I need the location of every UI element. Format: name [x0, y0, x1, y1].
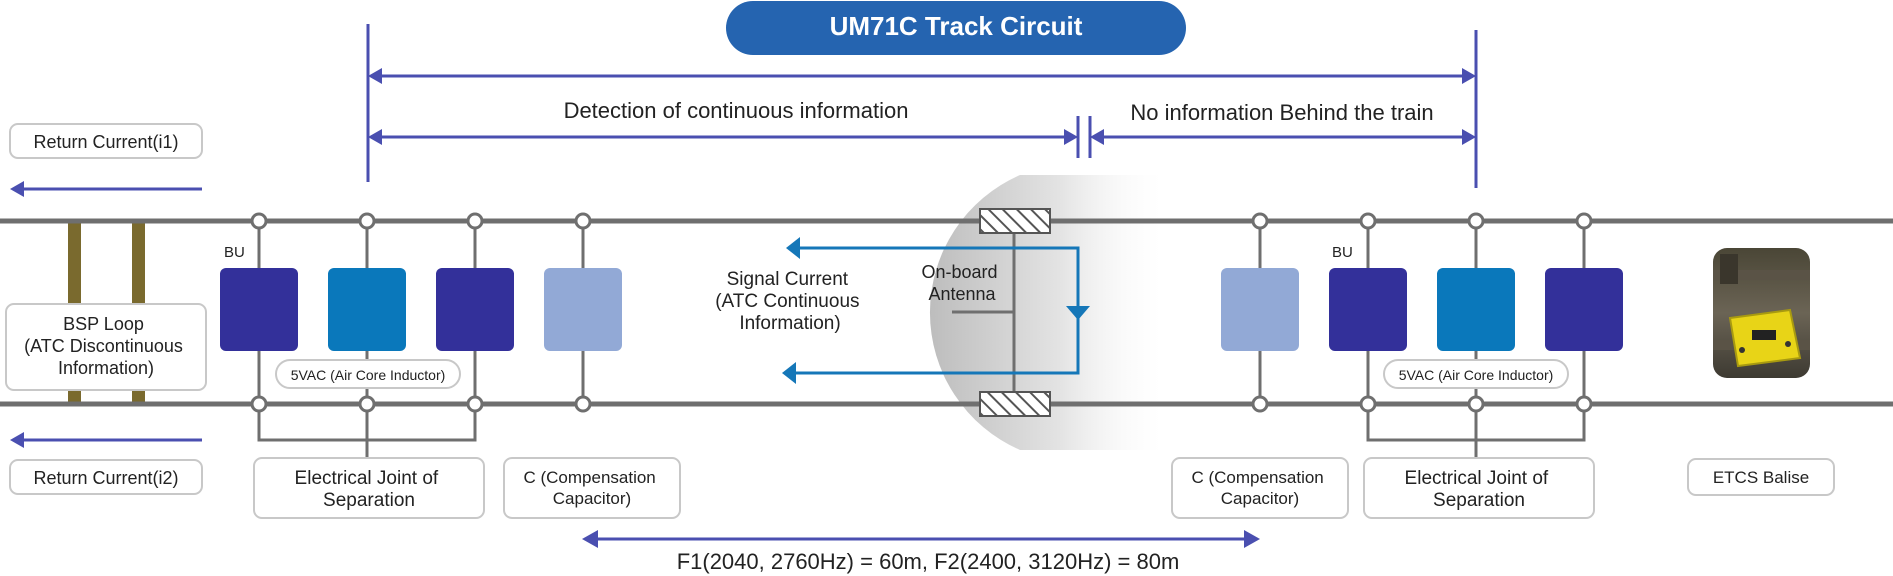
bsp-loop-box: BSP Loop (ATC Discontinuous Information): [5, 303, 207, 391]
return-current-2-box: Return Current(i2): [9, 459, 203, 495]
return-current-2-arrow: [10, 432, 202, 448]
ejs-left-line-2: Separation: [323, 490, 415, 511]
air-core-inductor-left: [328, 268, 406, 351]
bond-unit-left: [220, 268, 298, 351]
frequency-arrow: [582, 530, 1260, 548]
aci-left-box: 5VAC (Air Core Inductor): [275, 359, 461, 389]
return-current-2-label: Return Current(i2): [33, 468, 178, 488]
ejs-left-box: Electrical Joint of Separation: [253, 457, 485, 519]
capacitor-left: [544, 268, 622, 351]
etcs-balise-box: ETCS Balise: [1687, 458, 1835, 496]
signal-current-line-2: (ATC Continuous: [715, 291, 859, 312]
aci-right-label: 5VAC (Air Core Inductor): [1399, 367, 1554, 383]
svg-text:C (Compensation Capacito: C (Compensation Capacitor): [523, 468, 660, 508]
svg-text:Electrical Joint of Sepa: Electrical Joint of Separation: [295, 468, 444, 511]
bsp-loop-line-1: BSP Loop: [63, 314, 144, 334]
cap-left-box: C (Compensation Capacitor): [503, 457, 681, 519]
cap-right-box: C (Compensation Capacitor): [1171, 457, 1349, 519]
bsp-loop-line-2: (ATC Discontinuous: [24, 336, 183, 356]
circuit-length-arrow: [368, 68, 1476, 84]
svg-text:Electrical Joint of Sepa: Electrical Joint of Separation: [1405, 468, 1554, 511]
train-silhouette: [929, 175, 1170, 450]
svg-text:Signal Current (ATC Contin: Signal Current (ATC Continuous Informati…: [715, 269, 865, 334]
signal-current-arrowheads: [782, 237, 1090, 384]
bu-right-label: BU: [1332, 244, 1353, 261]
bu-left-label: BU: [224, 244, 245, 261]
svg-text:On-board Antenna: On-board Antenna: [921, 262, 1002, 304]
circuit-boundaries: [366, 24, 1478, 188]
air-core-inductor-right: [1437, 268, 1515, 351]
return-current-1-box: Return Current(i1): [9, 123, 203, 159]
ejs-left-line-1: Electrical Joint of: [295, 468, 439, 489]
bond-unit-right: [1329, 268, 1407, 351]
antenna-line-2: Antenna: [928, 284, 996, 304]
right-wiring: [1258, 221, 1586, 460]
tuning-unit-right: [1545, 268, 1623, 351]
svg-text:C (Compensation Capacito: C (Compensation Capacitor): [1191, 468, 1328, 508]
aci-right-box: 5VAC (Air Core Inductor): [1383, 359, 1569, 389]
capacitor-right: [1221, 268, 1299, 351]
return-current-1-label: Return Current(i1): [33, 132, 178, 152]
detection-arrow: [368, 129, 1078, 145]
no-info-arrow: [1090, 129, 1476, 145]
left-wiring: [257, 221, 585, 460]
cap-right-line-1: C (Compensation: [1191, 468, 1323, 487]
cap-left-line-1: C (Compensation: [523, 468, 655, 487]
aci-left-label: 5VAC (Air Core Inductor): [291, 367, 446, 383]
right-junctions: [1251, 212, 1593, 413]
ejs-right-line-2: Separation: [1433, 490, 1525, 511]
frequency-label: F1(2040, 2760Hz) = 60m, F2(2400, 3120Hz)…: [677, 549, 1180, 574]
antenna-hatch-icon: [979, 208, 1051, 234]
ejs-right-box: Electrical Joint of Separation: [1363, 457, 1595, 519]
svg-text:BSP Loop (ATC Discontinu: BSP Loop (ATC Discontinuous Information): [24, 314, 188, 378]
antenna-line-1: On-board: [921, 262, 997, 282]
ejs-right-line-1: Electrical Joint of: [1405, 468, 1549, 489]
bsp-loop-line-3: Information): [58, 358, 154, 378]
signal-current-line-3: Information): [739, 313, 840, 334]
page-title: UM71C Track Circuit: [830, 11, 1083, 41]
title-banner: UM71C Track Circuit: [726, 1, 1186, 55]
antenna-hatch-icon: [979, 391, 1051, 417]
signal-current-line-1: Signal Current: [727, 269, 849, 290]
no-info-label: No information Behind the train: [1130, 100, 1433, 125]
tuning-unit-left: [436, 268, 514, 351]
cap-right-line-2: Capacitor): [1221, 489, 1299, 508]
balise-photo-icon: [1713, 248, 1810, 378]
etcs-balise-label: ETCS Balise: [1713, 468, 1809, 487]
left-junctions: [250, 212, 592, 413]
return-current-1-arrow: [10, 181, 202, 197]
cap-left-line-2: Capacitor): [553, 489, 631, 508]
detection-label: Detection of continuous information: [564, 98, 909, 123]
